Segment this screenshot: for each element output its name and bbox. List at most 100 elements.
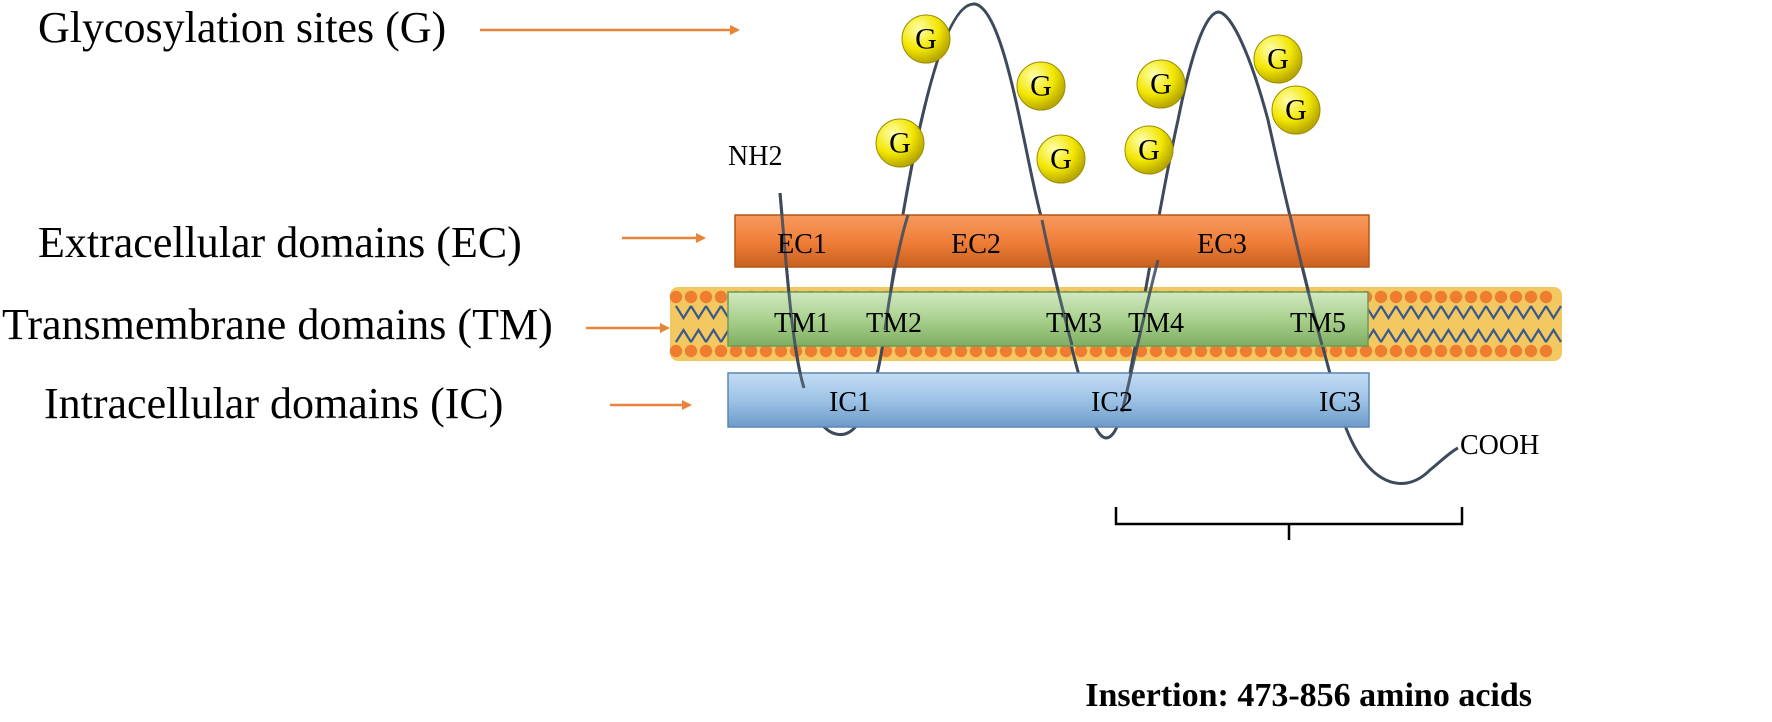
lipid-head	[954, 344, 968, 358]
lipid-head	[1194, 344, 1208, 358]
lipid-head	[1119, 344, 1133, 358]
lipid-head	[1059, 344, 1073, 358]
legend-transmembrane-label: Transmembrane domains (TM)	[2, 300, 553, 349]
lipid-head	[864, 344, 878, 358]
lipid-head	[729, 344, 743, 358]
lipid-head	[1164, 344, 1178, 358]
transmembrane-domain-bar	[727, 291, 1369, 347]
glycosylation-site: G	[875, 118, 925, 168]
lipid-head	[1524, 290, 1538, 304]
lipid-head	[909, 344, 923, 358]
lipid-head	[1179, 344, 1193, 358]
tm1-label: TM1	[774, 308, 830, 339]
lipid-head	[774, 344, 788, 358]
lipid-head	[924, 344, 938, 358]
lipid-head	[1419, 290, 1433, 304]
svg-text:G: G	[1030, 70, 1052, 103]
ic2-label: IC2	[1091, 387, 1133, 418]
lipid-head	[1044, 344, 1058, 358]
tm5-label: TM5	[1290, 308, 1346, 339]
lipid-head	[744, 344, 758, 358]
insertion-label: Insertion: 473-856 amino acids	[1085, 677, 1532, 714]
lipid-head	[1389, 290, 1403, 304]
ec2-label: EC2	[951, 229, 1001, 260]
glycosylation-sites: G G G G G G G G	[875, 14, 1321, 184]
lipid-head	[699, 290, 713, 304]
svg-text:G: G	[1285, 94, 1307, 127]
protein-chain-overlay	[778, 192, 1324, 413]
lipid-head	[939, 344, 953, 358]
lipid-head	[1104, 344, 1118, 358]
lipid-head	[1344, 344, 1358, 358]
glycosylation-site: G	[901, 14, 951, 64]
glycosylation-site: G	[1124, 125, 1174, 175]
lipid-head	[1074, 344, 1088, 358]
lipid-head	[684, 290, 698, 304]
lipid-head	[714, 290, 728, 304]
lipid-head	[1029, 344, 1043, 358]
tm3-label: TM3	[1046, 308, 1102, 339]
legend-arrows	[480, 25, 740, 410]
lipid-head	[969, 344, 983, 358]
lipid-head	[1449, 290, 1463, 304]
svg-text:G: G	[915, 23, 937, 56]
lipid-head	[834, 344, 848, 358]
extracellular-domain-bar	[734, 214, 1370, 268]
glycosylation-site: G	[1036, 134, 1086, 184]
lipid-head	[1539, 344, 1553, 358]
lipid-head	[1239, 344, 1253, 358]
lipid-head	[1539, 290, 1553, 304]
lipid-head	[1149, 344, 1163, 358]
lipid-head	[699, 344, 713, 358]
lipid-head	[1374, 344, 1388, 358]
lipid-head	[1434, 344, 1448, 358]
lipid-head	[1389, 344, 1403, 358]
lipid-head	[1209, 344, 1223, 358]
lipid-head	[894, 344, 908, 358]
lipid-head	[984, 344, 998, 358]
insertion-bracket	[1114, 507, 1464, 540]
lipid-head	[1404, 344, 1418, 358]
lipid-head	[1479, 344, 1493, 358]
lipid-head	[1479, 290, 1493, 304]
svg-text:G: G	[1050, 143, 1072, 176]
c-terminus-label: COOH	[1460, 430, 1539, 461]
lipid-head	[1524, 344, 1538, 358]
ec3-label: EC3	[1197, 229, 1247, 260]
lipid-head	[1419, 344, 1433, 358]
lipid-head	[669, 290, 683, 304]
tm2-label: TM2	[866, 308, 922, 339]
lipid-head	[819, 344, 833, 358]
lipid-head	[759, 344, 773, 358]
lipid-head	[849, 344, 863, 358]
glycosylation-site: G	[1271, 85, 1321, 135]
lipid-head	[1494, 290, 1508, 304]
lipid-head	[1509, 344, 1523, 358]
lipid-head	[1284, 344, 1298, 358]
lipid-head	[1359, 344, 1373, 358]
ic1-label: IC1	[829, 387, 871, 418]
legend-glycosylation-label: Glycosylation sites (G)	[38, 3, 446, 52]
lipid-head	[669, 344, 683, 358]
lipid-head	[1254, 344, 1268, 358]
intracellular-domain-bar	[727, 372, 1370, 428]
svg-text:G: G	[889, 127, 911, 160]
lipid-head	[1299, 344, 1313, 358]
lipid-head	[804, 344, 818, 358]
ic3-label: IC3	[1319, 387, 1361, 418]
glycosylation-site: G	[1016, 61, 1066, 111]
glycosylation-site: G	[1253, 34, 1303, 84]
lipid-head	[1224, 344, 1238, 358]
lipid-head	[1269, 344, 1283, 358]
svg-text:G: G	[1138, 134, 1160, 167]
lipid-head	[1089, 344, 1103, 358]
svg-text:G: G	[1267, 43, 1289, 76]
lipid-head	[1329, 344, 1343, 358]
lipid-head	[1404, 290, 1418, 304]
tm4-label: TM4	[1128, 308, 1184, 339]
svg-text:G: G	[1150, 68, 1172, 101]
lipid-head	[1464, 290, 1478, 304]
lipid-head	[1464, 344, 1478, 358]
lipid-head	[1014, 344, 1028, 358]
